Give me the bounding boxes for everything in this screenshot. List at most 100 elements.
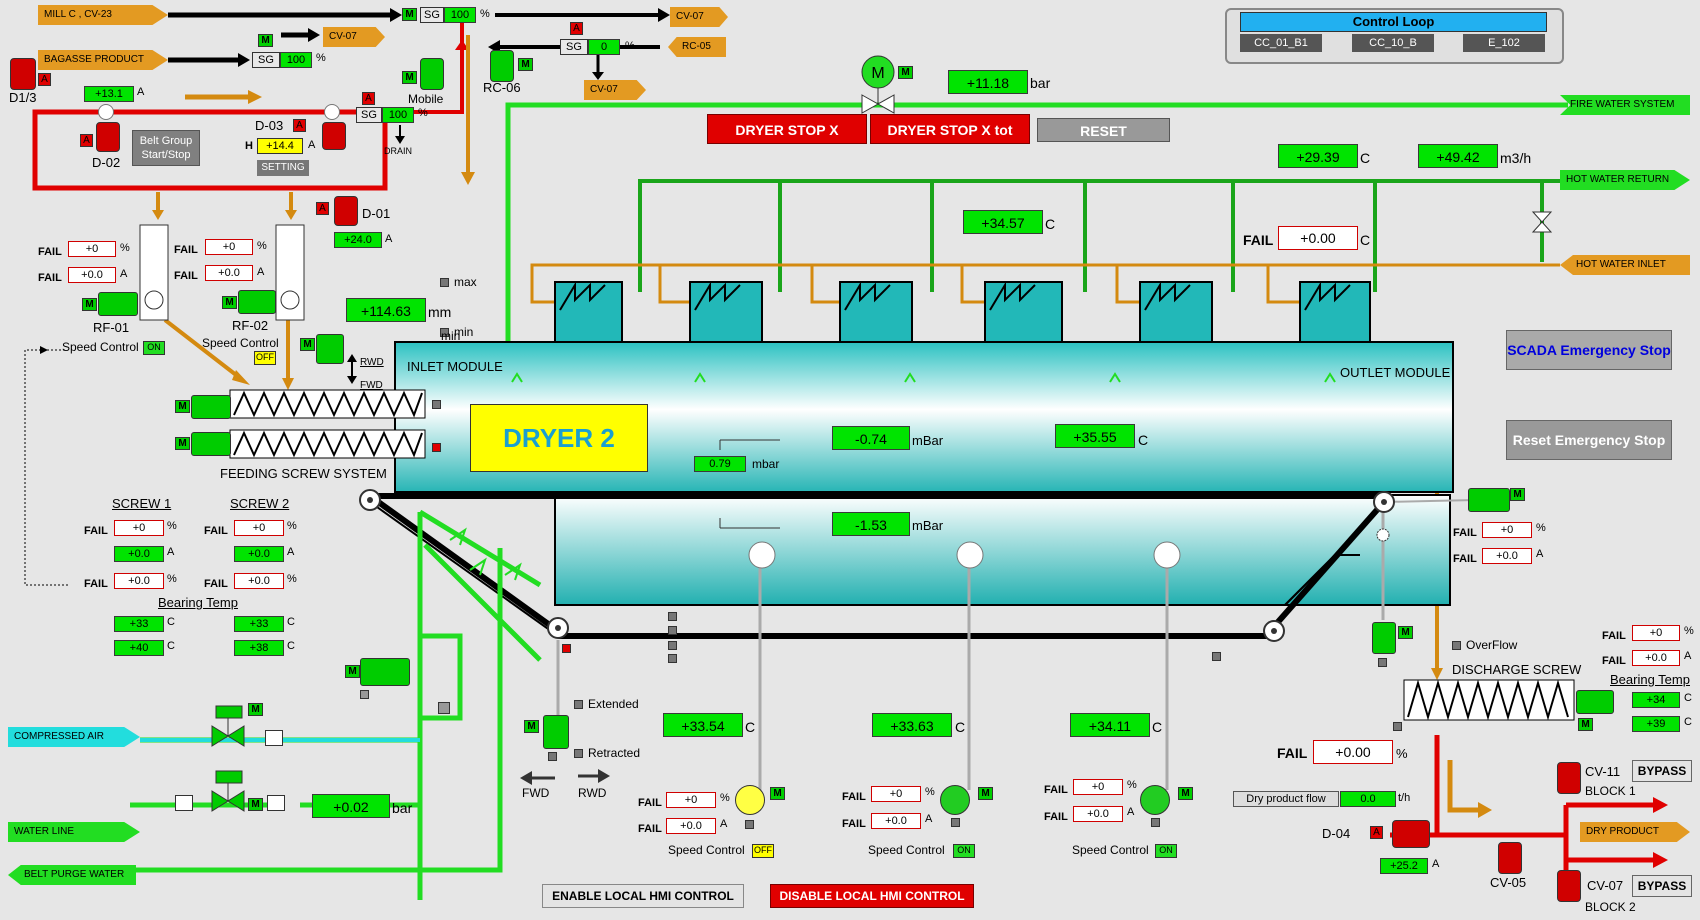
bagasse-tag: BAGASSE PRODUCT [38, 50, 168, 70]
fail-label: FAIL [1243, 232, 1274, 248]
rf01-a: +0.0 [68, 267, 116, 283]
bypass-button-1[interactable]: BYPASS [1632, 760, 1692, 782]
control-loop-e102[interactable]: E_102 [1463, 34, 1545, 52]
sg-value-3: 0 [588, 39, 620, 55]
disable-local-hmi-button[interactable]: DISABLE LOCAL HMI CONTROL [770, 884, 974, 908]
fan3-pct: +0 [1073, 779, 1123, 795]
reset-emergency-stop-button[interactable]: Reset Emergency Stop [1506, 420, 1672, 460]
fan3-speed-status[interactable]: ON [1155, 844, 1177, 858]
d04-label: D-04 [1322, 826, 1351, 841]
fail-temp: +0.00 [1278, 226, 1358, 250]
bypass-button-2[interactable]: BYPASS [1632, 875, 1692, 897]
tension-motor-icon[interactable] [1372, 622, 1396, 654]
unit: % [287, 573, 297, 585]
discharge-screw-motor-icon[interactable] [1576, 690, 1614, 714]
screw2-label: SCREW 2 [230, 496, 290, 511]
bearing-temp-1: +33 [114, 616, 164, 632]
sg-value-2: 100 [280, 52, 312, 68]
sg-label-2: SG [252, 52, 280, 68]
m-indicator: M [1178, 787, 1193, 800]
mobile-motor-icon[interactable] [420, 58, 444, 90]
belt-group-start-stop-button[interactable]: Belt Group Start/Stop [132, 130, 200, 166]
rf01-motor-icon[interactable] [98, 292, 138, 316]
fail-label: FAIL [638, 823, 662, 835]
rf02-speed-status[interactable]: OFF [254, 351, 276, 365]
fan1-icon[interactable] [735, 785, 765, 815]
purge-pump-motor-icon[interactable] [360, 658, 410, 686]
fan2-speed-control-label: Speed Control [868, 843, 945, 857]
control-loop-cc10b[interactable]: CC_10_B [1352, 34, 1434, 52]
fail-label: FAIL [1044, 784, 1068, 796]
screw1-motor-icon[interactable] [191, 395, 231, 419]
alarm-indicator: A [1370, 826, 1383, 839]
rf02-motor-icon[interactable] [238, 290, 276, 314]
d03-motor-icon[interactable] [322, 122, 346, 150]
enable-local-hmi-button[interactable]: ENABLE LOCAL HMI CONTROL [542, 884, 744, 908]
setting-button[interactable]: SETTING [257, 160, 309, 176]
screw-drive-motor-icon[interactable] [316, 334, 344, 364]
pressure-top: +11.18 [948, 70, 1028, 94]
fail-label: FAIL [38, 272, 62, 284]
m-indicator: M [1398, 626, 1413, 639]
cv07-motor-icon[interactable] [1557, 870, 1581, 902]
hot-water-return-tag: HOT WATER RETURN [1560, 170, 1690, 190]
unit: % [720, 792, 730, 804]
discharge-bearing-temp-1: +34 [1632, 692, 1680, 708]
water-pressure: +0.02 [312, 794, 390, 818]
dryer-pressure-2: -1.53 [832, 512, 910, 536]
sg-label-3: SG [560, 39, 588, 55]
unit: bar [1030, 75, 1051, 91]
m-indicator: M [1510, 488, 1525, 501]
inlet-module-label: INLET MODULE [407, 359, 503, 374]
rc06-motor-icon[interactable] [490, 50, 514, 82]
svg-text:M: M [871, 65, 884, 82]
dryer-stop-x-tot-button[interactable]: DRYER STOP X tot [870, 114, 1030, 144]
cv05-motor-icon[interactable] [1498, 842, 1522, 874]
rf01-speed-status[interactable]: ON [143, 341, 165, 355]
fan1-speed-status[interactable]: OFF [752, 844, 774, 858]
screw2-motor-icon[interactable] [191, 432, 231, 456]
belt-tension-motor-icon[interactable] [543, 715, 569, 749]
d01-motor-icon[interactable] [334, 196, 358, 226]
fan3-icon[interactable] [1140, 785, 1170, 815]
reset-button[interactable]: RESET [1037, 118, 1170, 142]
d03-current: +14.4 [257, 138, 303, 154]
d13-motor-icon[interactable] [10, 58, 36, 90]
dryer-fail-pct: +0.00 [1313, 740, 1393, 764]
unit: A [308, 139, 316, 151]
rf01-label: RF-01 [93, 320, 130, 335]
fan2-speed-status[interactable]: ON [953, 844, 975, 858]
unit: A [1127, 806, 1135, 818]
fan3-a: +0.0 [1073, 806, 1123, 822]
dryer-temp-1: +35.55 [1055, 424, 1135, 448]
fan2-icon[interactable] [940, 785, 970, 815]
cv11-motor-icon[interactable] [1557, 762, 1581, 794]
hot-water-flow: +49.42 [1418, 144, 1498, 168]
d04-motor-icon[interactable] [1392, 820, 1430, 848]
tracking-sensor [668, 626, 677, 635]
d13-label: D1/3 [9, 90, 37, 105]
m-indicator: M [175, 437, 190, 450]
cv07-tag-b: CV-07 [670, 7, 728, 27]
dryer-stop-x-button[interactable]: DRYER STOP X [707, 114, 867, 144]
belt-sensor [1212, 652, 1221, 661]
unit: A [167, 546, 175, 558]
extended-indicator [574, 700, 583, 709]
scada-emergency-stop-button[interactable]: SCADA Emergency Stop [1506, 330, 1672, 370]
min-label: min [454, 325, 474, 339]
belt-drive-motor-icon[interactable] [1468, 488, 1510, 512]
control-loop-cc01b1[interactable]: CC_01_B1 [1240, 34, 1322, 52]
unit: C [1684, 716, 1692, 728]
m-indicator: M [248, 798, 263, 811]
compressed-air-tag: COMPRESSED AIR [8, 727, 140, 747]
unit: C [167, 640, 175, 652]
fan1-status [745, 820, 754, 829]
d02-motor-icon[interactable] [96, 122, 120, 152]
cv11-label: CV-11 [1585, 764, 1621, 779]
unit: % [925, 786, 935, 798]
rf01-speed-control-label: Speed Control [62, 340, 139, 354]
unit: A [385, 233, 393, 245]
m-indicator: M [770, 787, 785, 800]
belt-motor-pct: +0 [1482, 522, 1532, 538]
